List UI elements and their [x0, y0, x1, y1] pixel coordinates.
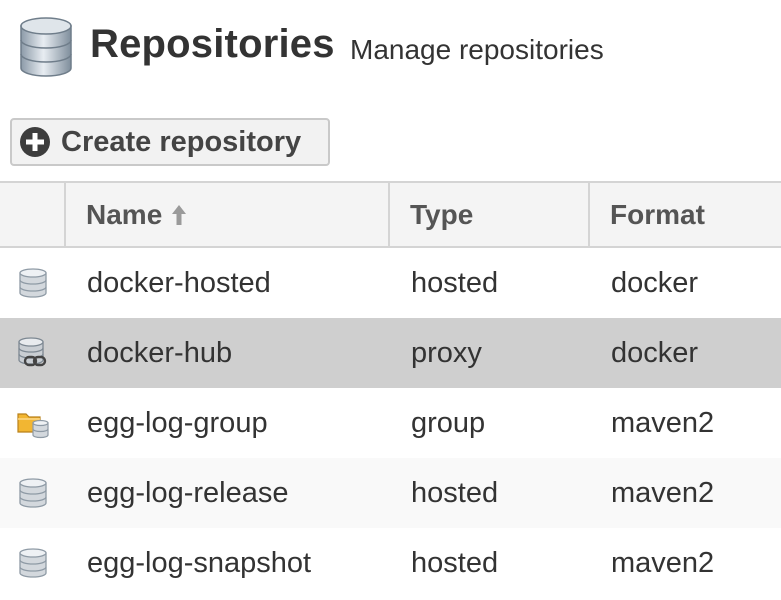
folder-database-icon	[17, 413, 49, 439]
page-header: Repositories Manage repositories	[0, 0, 781, 100]
repository-format: maven2	[611, 476, 715, 509]
repository-type: hosted	[411, 546, 499, 579]
sort-ascending-icon	[172, 204, 187, 225]
repository-format: maven2	[611, 546, 715, 579]
repository-format: maven2	[611, 406, 715, 439]
create-repository-button[interactable]: Create repository	[10, 118, 330, 166]
repository-type: hosted	[411, 266, 499, 299]
column-header-type[interactable]: Type	[390, 183, 590, 246]
database-icon	[20, 17, 72, 77]
table-header: Name Type Format	[0, 181, 781, 248]
database-icon	[19, 268, 47, 298]
page-title: Repositories	[90, 22, 335, 66]
column-header-type-label: Type	[410, 198, 474, 230]
repository-name: egg-log-group	[87, 406, 268, 439]
repository-type: hosted	[411, 476, 499, 509]
repository-name: egg-log-release	[87, 476, 289, 509]
column-header-name-label: Name	[86, 198, 163, 230]
table-row[interactable]: egg-log-snapshot hosted maven2	[0, 528, 781, 598]
column-header-icon	[0, 183, 66, 246]
table-row[interactable]: docker-hub proxy docker	[0, 318, 781, 388]
column-header-format-label: Format	[610, 198, 705, 230]
column-header-name[interactable]: Name	[66, 183, 390, 246]
table-row[interactable]: egg-log-release hosted maven2	[0, 458, 781, 528]
repositories-table: Name Type Format docker-hos	[0, 181, 781, 598]
database-icon	[19, 548, 47, 578]
create-repository-label: Create repository	[61, 125, 302, 158]
column-header-format[interactable]: Format	[590, 183, 781, 246]
database-link-icon	[18, 337, 47, 367]
repository-type: proxy	[411, 336, 482, 369]
table-row[interactable]: egg-log-group group maven2	[0, 388, 781, 458]
repository-name: egg-log-snapshot	[87, 546, 312, 579]
repository-format: docker	[611, 336, 699, 369]
database-icon	[19, 478, 47, 508]
repository-name: docker-hosted	[87, 266, 271, 299]
repository-format: docker	[611, 266, 699, 299]
page-subtitle: Manage repositories	[350, 34, 604, 65]
table-row[interactable]: docker-hosted hosted docker	[0, 248, 781, 318]
repository-type: group	[411, 406, 486, 439]
repository-name: docker-hub	[87, 336, 233, 369]
plus-circle-icon	[20, 127, 50, 157]
